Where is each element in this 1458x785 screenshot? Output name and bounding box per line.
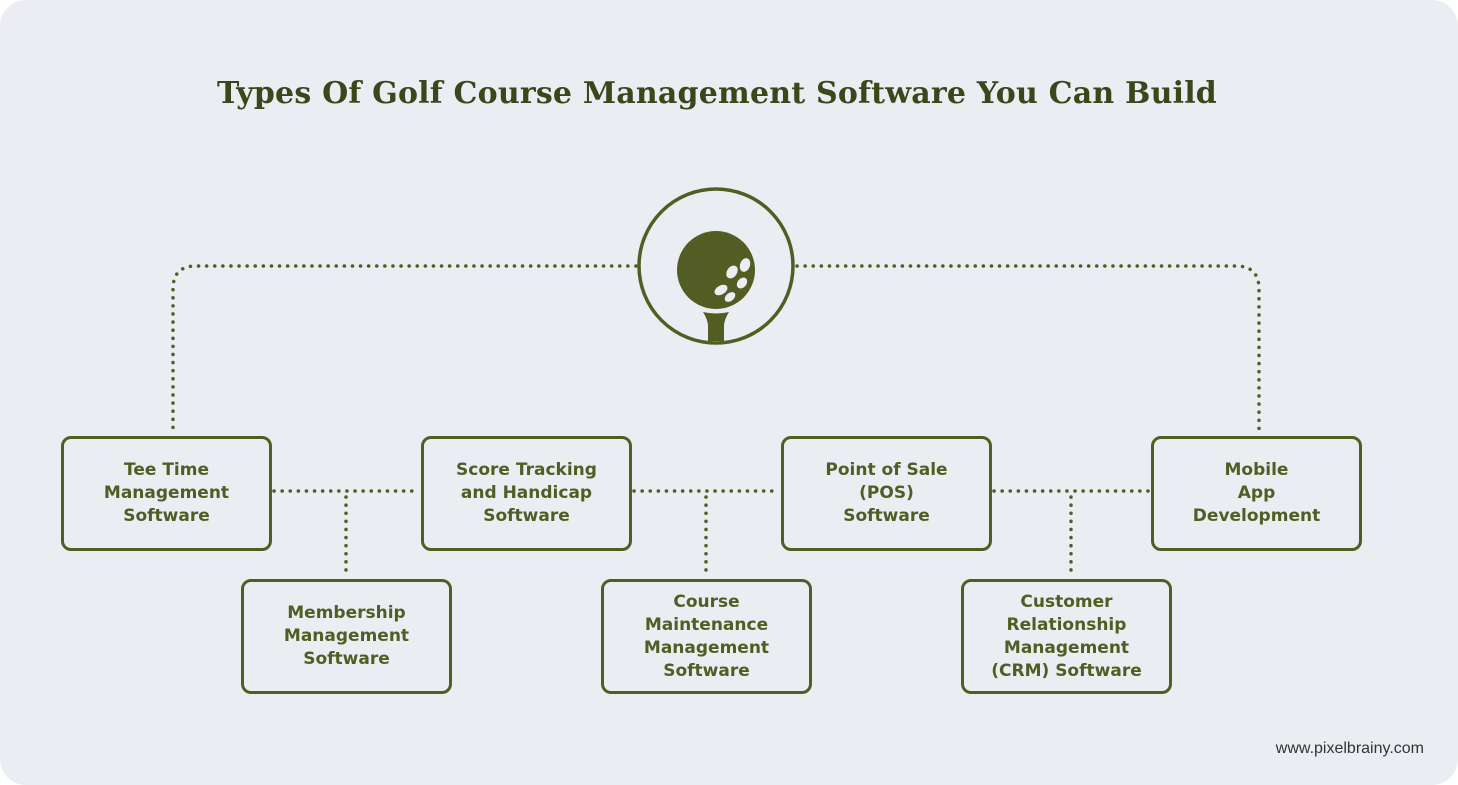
golf-ball-on-tee-icon: [637, 187, 795, 345]
footer-url: www.pixelbrainy.com: [1275, 740, 1424, 757]
box-crm-software: Customer Relationship Management (CRM) S…: [961, 579, 1172, 694]
box-course-maintenance: Course Maintenance Management Software: [601, 579, 812, 694]
box-mobile-app-development: Mobile App Development: [1151, 436, 1362, 551]
box-point-of-sale: Point of Sale (POS) Software: [781, 436, 992, 551]
page-title: Types Of Golf Course Management Software…: [217, 76, 1217, 111]
box-membership-management: Membership Management Software: [241, 579, 452, 694]
box-score-tracking-handicap: Score Tracking and Handicap Software: [421, 436, 632, 551]
connector-left-top: [171, 264, 638, 436]
box-tee-time-management: Tee Time Management Software: [61, 436, 272, 551]
connector-right-top: [795, 264, 1261, 436]
